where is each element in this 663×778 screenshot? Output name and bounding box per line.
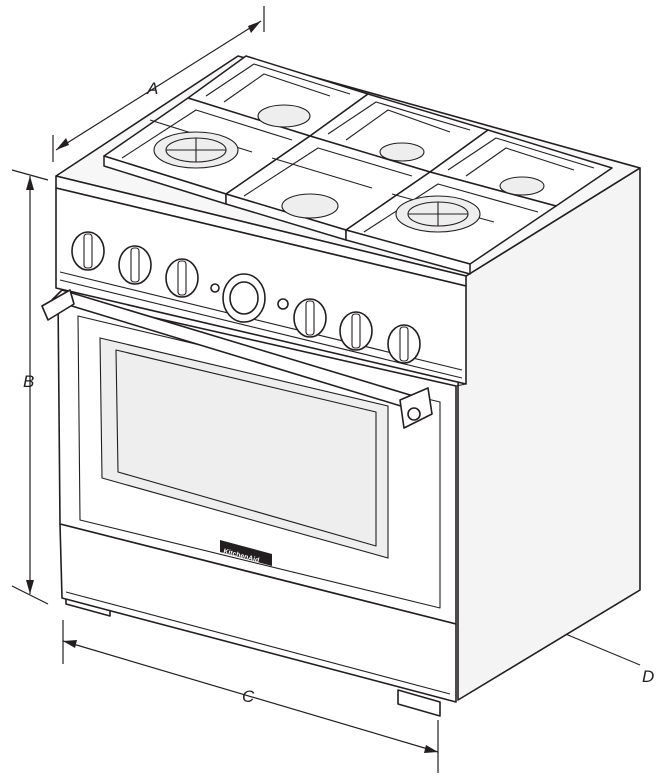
dimension-a: A: [52, 6, 265, 162]
dimension-label-b: B: [23, 372, 34, 391]
oven-selector-knob[interactable]: [222, 273, 266, 323]
range-foot-right: [397, 689, 441, 717]
burner-back-left: [257, 104, 311, 128]
burner-back-center: [379, 142, 425, 162]
dimension-b: B: [11, 169, 49, 605]
dimension-label-c: C: [242, 687, 255, 706]
indicator-light-right: [277, 298, 289, 310]
knob-5[interactable]: [339, 311, 373, 351]
kick-plate: [59, 523, 457, 703]
burner-front-center: [281, 193, 339, 219]
knob-1[interactable]: [71, 231, 105, 271]
control-knobs: [71, 231, 421, 364]
dimension-c: C: [62, 620, 439, 773]
dimension-label-d: D: [642, 667, 654, 686]
dimension-label-a: A: [146, 79, 158, 98]
knob-4[interactable]: [293, 298, 327, 338]
oven-door-handle[interactable]: [41, 289, 433, 429]
indicator-light-left: [210, 283, 220, 293]
knob-6[interactable]: [387, 324, 421, 364]
burner-back-right: [499, 176, 545, 196]
knob-3[interactable]: [165, 258, 199, 298]
knob-2[interactable]: [118, 245, 152, 285]
oven-window: [99, 337, 389, 559]
burners: [153, 104, 545, 233]
